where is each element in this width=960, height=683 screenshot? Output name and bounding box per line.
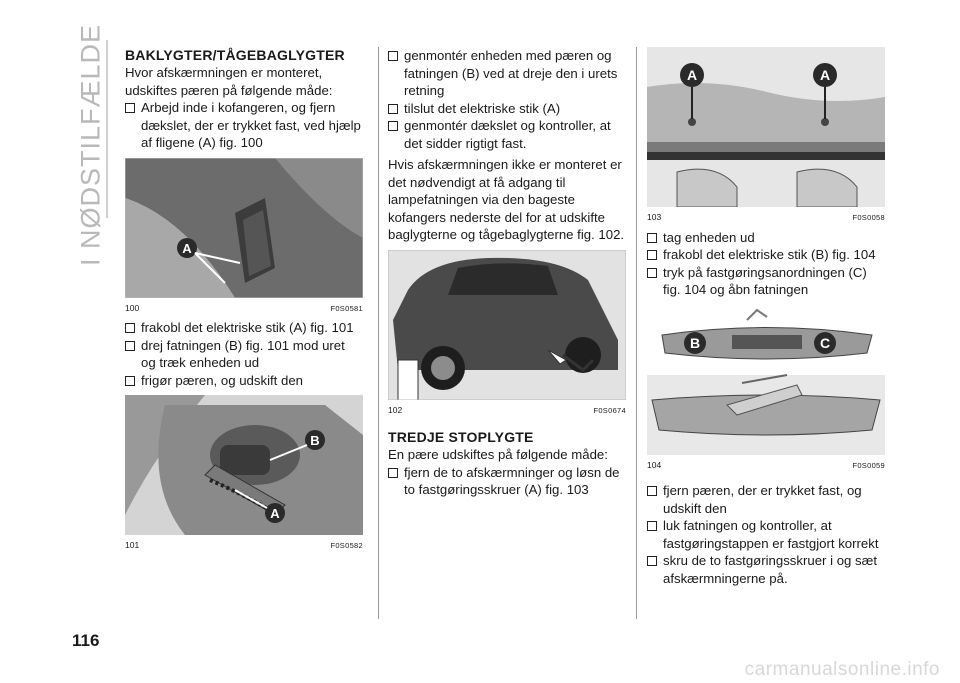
callout-a: A (182, 241, 192, 256)
section-heading: TREDJE STOPLYGTE (388, 429, 534, 445)
callout-c: C (820, 335, 830, 351)
checkbox-icon (125, 340, 135, 351)
section-title: I NØDSTILFÆLDE (75, 23, 106, 267)
checkbox-icon (647, 486, 657, 496)
checkbox-icon (647, 521, 657, 531)
column-2: genmontér enheden med pæren og fatningen… (388, 47, 626, 499)
intro-text: Hvor afskærmningen er monteret, udskifte… (125, 65, 333, 98)
checkbox-icon (125, 375, 135, 386)
figure-102-image (388, 249, 626, 400)
list-item: luk fatningen og kontroller, at fastgøri… (647, 517, 885, 552)
checkbox-icon (388, 103, 398, 114)
checkbox-icon (388, 51, 398, 61)
checkbox-icon (125, 103, 135, 113)
figure-100-image: A (125, 157, 363, 298)
callout-b: B (310, 433, 319, 448)
body-paragraph: Hvis afskærmningen ikke er monteret er d… (388, 157, 625, 242)
list-item: tilslut det elektriske stik (A) (388, 100, 626, 118)
checkbox-icon (647, 556, 657, 566)
figure-101-image: B A (125, 395, 363, 535)
watermark: carmanualsonline.info (744, 659, 940, 680)
intro-text: En pære udskiftes på følgende måde: (388, 447, 608, 462)
checkbox-icon (647, 232, 657, 243)
checkbox-icon (125, 323, 135, 333)
column-1: BAKLYGTER/TÅGEBAGLYGTER Hvor afskærmning… (125, 47, 363, 557)
checkbox-icon (388, 467, 398, 478)
side-rule (106, 40, 108, 218)
list-item: genmontér dækslet og kontroller, at det … (388, 117, 626, 152)
list-item: tag enheden ud (647, 229, 885, 247)
section-side-tab: I NØDSTILFÆLDE (66, 24, 116, 266)
column-divider (636, 47, 637, 619)
column-divider (378, 47, 379, 619)
callout-a: A (820, 67, 830, 83)
section-heading: BAKLYGTER/TÅGEBAGLYGTER (125, 47, 345, 63)
list-item: fjern de to afskærmninger og løsn de to … (388, 464, 626, 499)
list-item: tryk på fastgøringsanordningen (C) fig. … (647, 264, 885, 299)
list-item: frigør pæren, og udskift den (125, 372, 363, 390)
list-item: skru de to fastgøringsskruer i og sæt af… (647, 552, 885, 587)
list-item: frakobl det elektriske stik (A) fig. 101 (125, 319, 363, 337)
page-number: 116 (72, 631, 100, 650)
checkbox-icon (647, 250, 657, 260)
figure-104-image: B C (647, 304, 885, 455)
list-item: frakobl det elektriske stik (B) fig. 104 (647, 246, 885, 264)
callout-a: A (270, 506, 280, 521)
callout-a: A (687, 67, 697, 83)
checkbox-icon (388, 121, 398, 131)
callout-b: B (690, 335, 700, 351)
list-item: fjern pæren, der er trykket fast, og uds… (647, 482, 885, 517)
list-item: Arbejd inde i kofangeren, og fjern dæksl… (125, 99, 363, 152)
figure-103-image: A A (647, 47, 885, 207)
list-item: drej fatningen (B) fig. 101 mod uret og … (125, 337, 363, 372)
checkbox-icon (647, 267, 657, 278)
list-item: genmontér enheden med pæren og fatningen… (388, 47, 626, 100)
